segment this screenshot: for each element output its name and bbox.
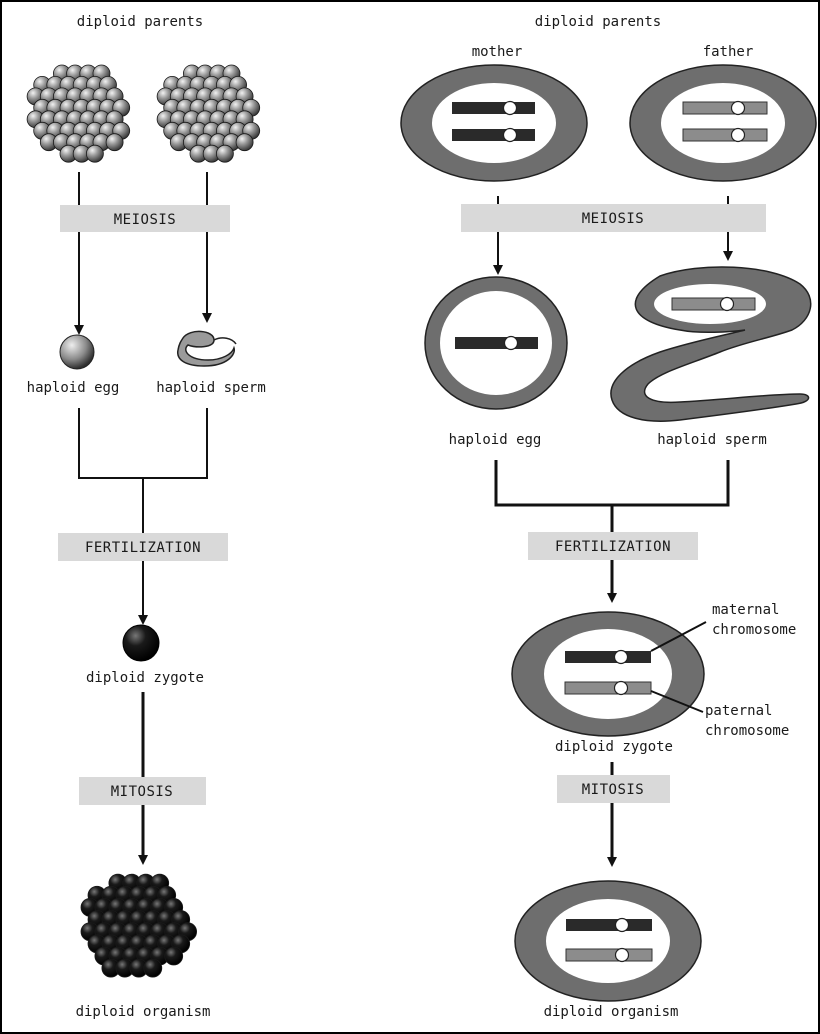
left-egg-label: haploid egg — [27, 380, 120, 396]
left-mother-organism — [27, 65, 130, 162]
left-title: diploid parents — [77, 14, 203, 30]
left-diploid-organism — [81, 874, 197, 977]
left-egg-icon — [60, 335, 94, 369]
left-zygote-icon — [123, 625, 159, 661]
left-meiosis-label: MEIOSIS — [114, 212, 177, 228]
right-join-bracket — [496, 460, 728, 505]
left-sperm-icon — [178, 331, 236, 366]
right-organism-label: diploid organism — [544, 1004, 679, 1020]
left-mitosis-label: MITOSIS — [111, 784, 174, 800]
father-label: father — [703, 44, 754, 60]
right-egg-label: haploid egg — [449, 432, 542, 448]
father-chromosome-1 — [683, 102, 767, 115]
mother-cell-ball — [86, 145, 103, 162]
maternal-label-line2: chromosome — [712, 622, 796, 638]
left-fertilization-label: FERTILIZATION — [85, 540, 201, 556]
right-mitosis-label: MITOSIS — [582, 782, 645, 798]
maternal-label-line1: maternal — [712, 602, 779, 618]
left-organism-label: diploid organism — [76, 1004, 211, 1020]
paternal-label-line1: paternal — [705, 703, 772, 719]
organism-maternal-chromosome — [566, 919, 652, 932]
mother-label: mother — [472, 44, 523, 60]
father-cell — [630, 65, 816, 181]
right-zygote-cell — [512, 612, 704, 736]
left-join-bracket — [79, 408, 207, 478]
organism-paternal-chromosome — [566, 949, 652, 962]
organism-cell-ball — [165, 947, 183, 965]
right-sperm-label: haploid sperm — [657, 432, 767, 448]
father-chromosome-2 — [683, 129, 767, 142]
zygote-paternal-chromosome — [565, 682, 651, 695]
right-organism-cell — [515, 881, 701, 1001]
father-cell-ball — [236, 134, 253, 151]
right-zygote-label: diploid zygote — [555, 739, 673, 755]
left-zygote-label: diploid zygote — [86, 670, 204, 686]
mother-cell — [401, 65, 587, 181]
left-father-organism — [157, 65, 260, 162]
organism-cell-ball — [144, 959, 162, 977]
paternal-label-line2: chromosome — [705, 723, 789, 739]
mother-chromosome-1 — [452, 102, 535, 115]
right-sperm-cell — [611, 267, 811, 421]
right-fertilization-label: FERTILIZATION — [555, 539, 671, 555]
mother-cell-ball — [106, 134, 123, 151]
right-egg-cell — [425, 277, 567, 409]
zygote-maternal-chromosome — [565, 651, 651, 664]
father-cell-ball — [216, 145, 233, 162]
mother-chromosome-2 — [452, 129, 535, 142]
right-meiosis-label: MEIOSIS — [582, 211, 645, 227]
left-sperm-label: haploid sperm — [156, 380, 266, 396]
right-title: diploid parents — [535, 14, 661, 30]
